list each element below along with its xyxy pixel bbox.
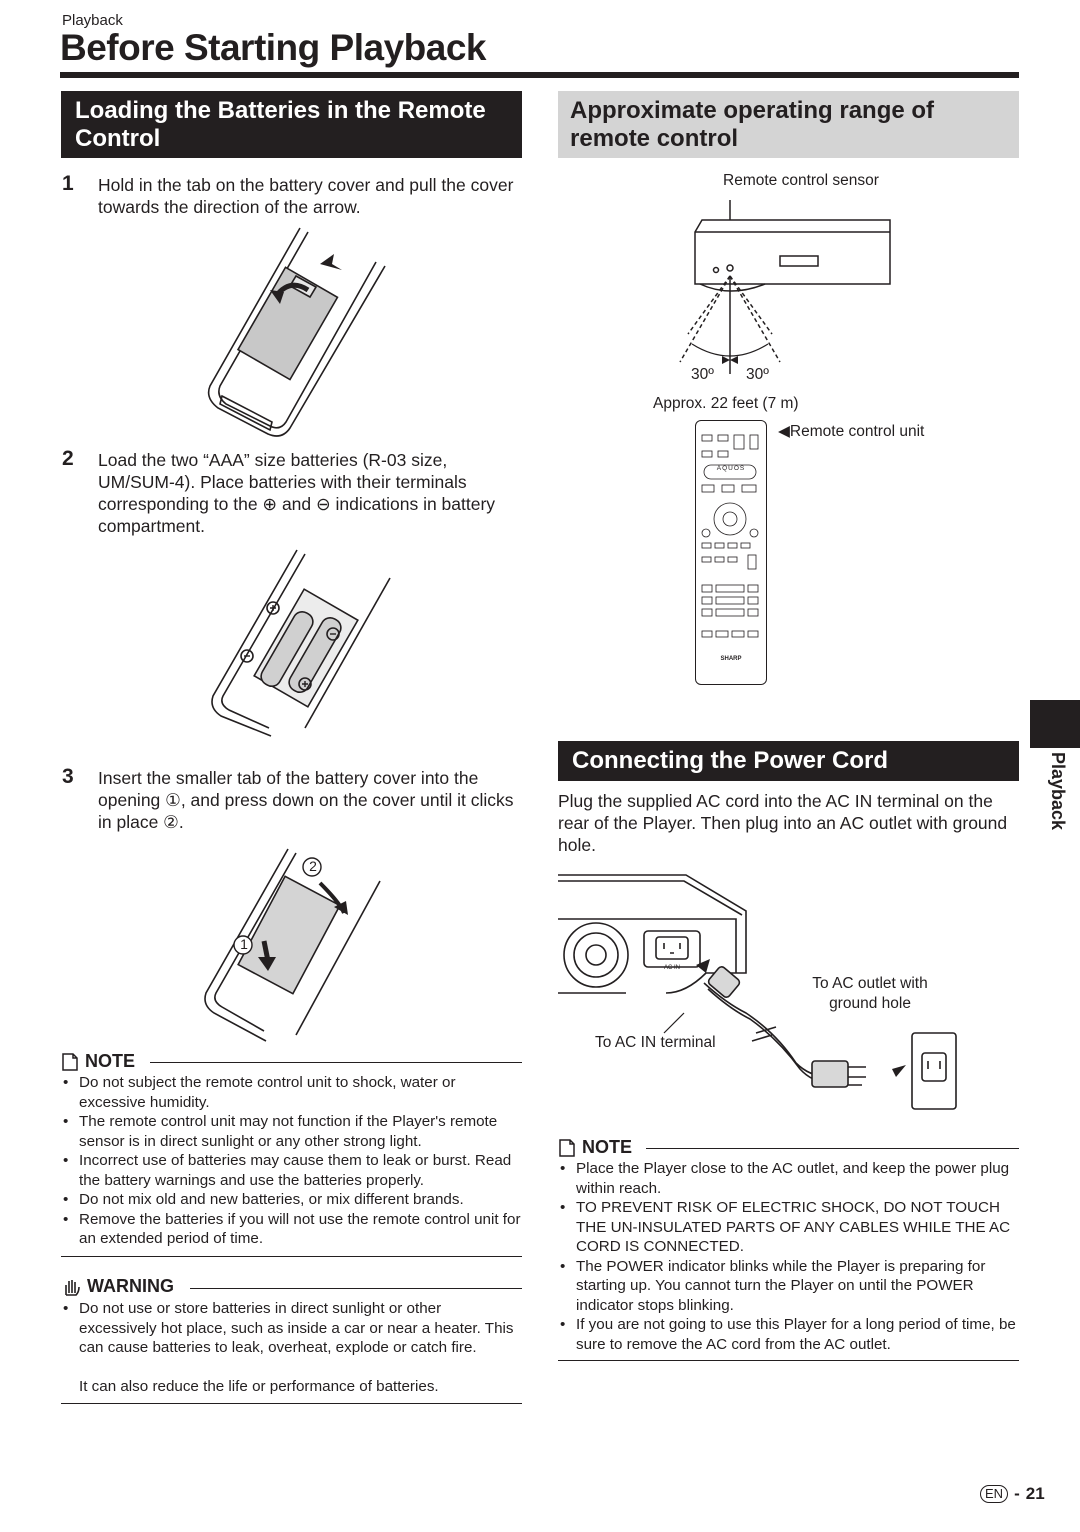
angle-left-label: 30º [691,366,714,383]
note-item: If you are not going to use this Player … [558,1315,1020,1354]
power-cord-diagram [558,874,957,1110]
ac-in-label: To AC IN terminal [595,1034,716,1051]
side-tab-marker [1030,700,1080,748]
angle-right-label: 30º [746,366,769,383]
note-item: Do not subject the remote control unit t… [61,1073,523,1112]
right-note-title: NOTE [582,1137,633,1157]
remote-logo: AQUOS [716,465,746,472]
breadcrumb: Playback [62,12,123,29]
left-note-title: NOTE [85,1051,136,1071]
left-note-heading: NOTE [61,1051,135,1072]
page-title: Before Starting Playback [60,27,486,68]
operating-range-diagram [679,200,891,374]
note-item: TO PREVENT RISK OF ELECTRIC SHOCK, DO NO… [558,1198,1020,1257]
remote-control-illustration [695,420,767,685]
note-item: Place the Player close to the AC outlet,… [558,1159,1020,1198]
ac-in-small-label: AC IN [664,965,681,971]
page-number: 21 [1025,1484,1045,1503]
warning-list: Do not use or store batteries in direct … [61,1299,523,1358]
note-item: The POWER indicator blinks while the Pla… [558,1257,1020,1316]
language-badge: EN [980,1485,1009,1503]
side-tab-label: Playback [1048,752,1068,831]
remote-brand: SHARP [720,656,742,662]
left-note-bottom-rule [61,1256,522,1257]
note-item: Remove the batteries if you will not use… [61,1210,523,1249]
battery-cover-insert-illustration [204,848,381,1042]
figure3-callout-1: 1 [240,936,248,952]
warning-bottom-rule [61,1403,522,1404]
right-note-bottom-rule [558,1360,1019,1361]
warning-rule [190,1288,522,1289]
step-1-text: Hold in the tab on the battery cover and… [98,175,514,217]
note-item: Incorrect use of batteries may cause the… [61,1151,523,1190]
left-note-list: Do not subject the remote control unit t… [61,1073,523,1249]
note-icon [62,1052,78,1071]
distance-label: Approx. 22 feet (7 m) [653,395,799,412]
page-footer: EN - 21 [980,1484,1045,1504]
step-2-number: 2 [62,447,74,470]
title-rule [60,72,1019,78]
step-1-number: 1 [62,172,74,195]
right-note-heading: NOTE [558,1137,632,1158]
section-title-range: Approximate operating range of remote co… [558,91,1019,158]
ac-outlet-label: To AC outlet with ground hole [812,975,928,1012]
remote-buttons [701,434,759,638]
step-3-text: Insert the smaller tab of the battery co… [98,768,514,832]
note-item: The remote control unit may not function… [61,1112,523,1151]
power-text: Plug the supplied AC cord into the AC IN… [558,791,1008,855]
right-note-rule [646,1148,1019,1149]
note-item: Do not mix old and new batteries, or mix… [61,1190,523,1210]
section-title-batteries: Loading the Batteries in the Remote Cont… [61,91,522,158]
warning-heading: WARNING [61,1276,174,1297]
step-2-text: Load the two “AAA” size batteries (R-03 … [98,450,496,536]
left-note-rule [150,1062,522,1063]
battery-compartment-illustration [211,549,391,737]
hand-warning-icon [65,1279,80,1296]
battery-cover-removal-illustration [207,227,386,437]
footer-dash: - [1014,1484,1020,1503]
step-3-number: 3 [62,765,74,788]
sensor-label: Remote control sensor [723,172,879,189]
side-tab: Playback [1030,752,1080,862]
figure3-callout-2: 2 [309,858,317,874]
warning-title: WARNING [87,1276,174,1296]
note-icon [559,1138,575,1157]
warning-item: Do not use or store batteries in direct … [61,1299,523,1358]
warning-extra: It can also reduce the life or performan… [79,1378,439,1395]
remote-unit-label: ◀Remote control unit [778,423,925,440]
section-title-power: Connecting the Power Cord [558,741,1019,781]
right-note-list: Place the Player close to the AC outlet,… [558,1159,1020,1354]
